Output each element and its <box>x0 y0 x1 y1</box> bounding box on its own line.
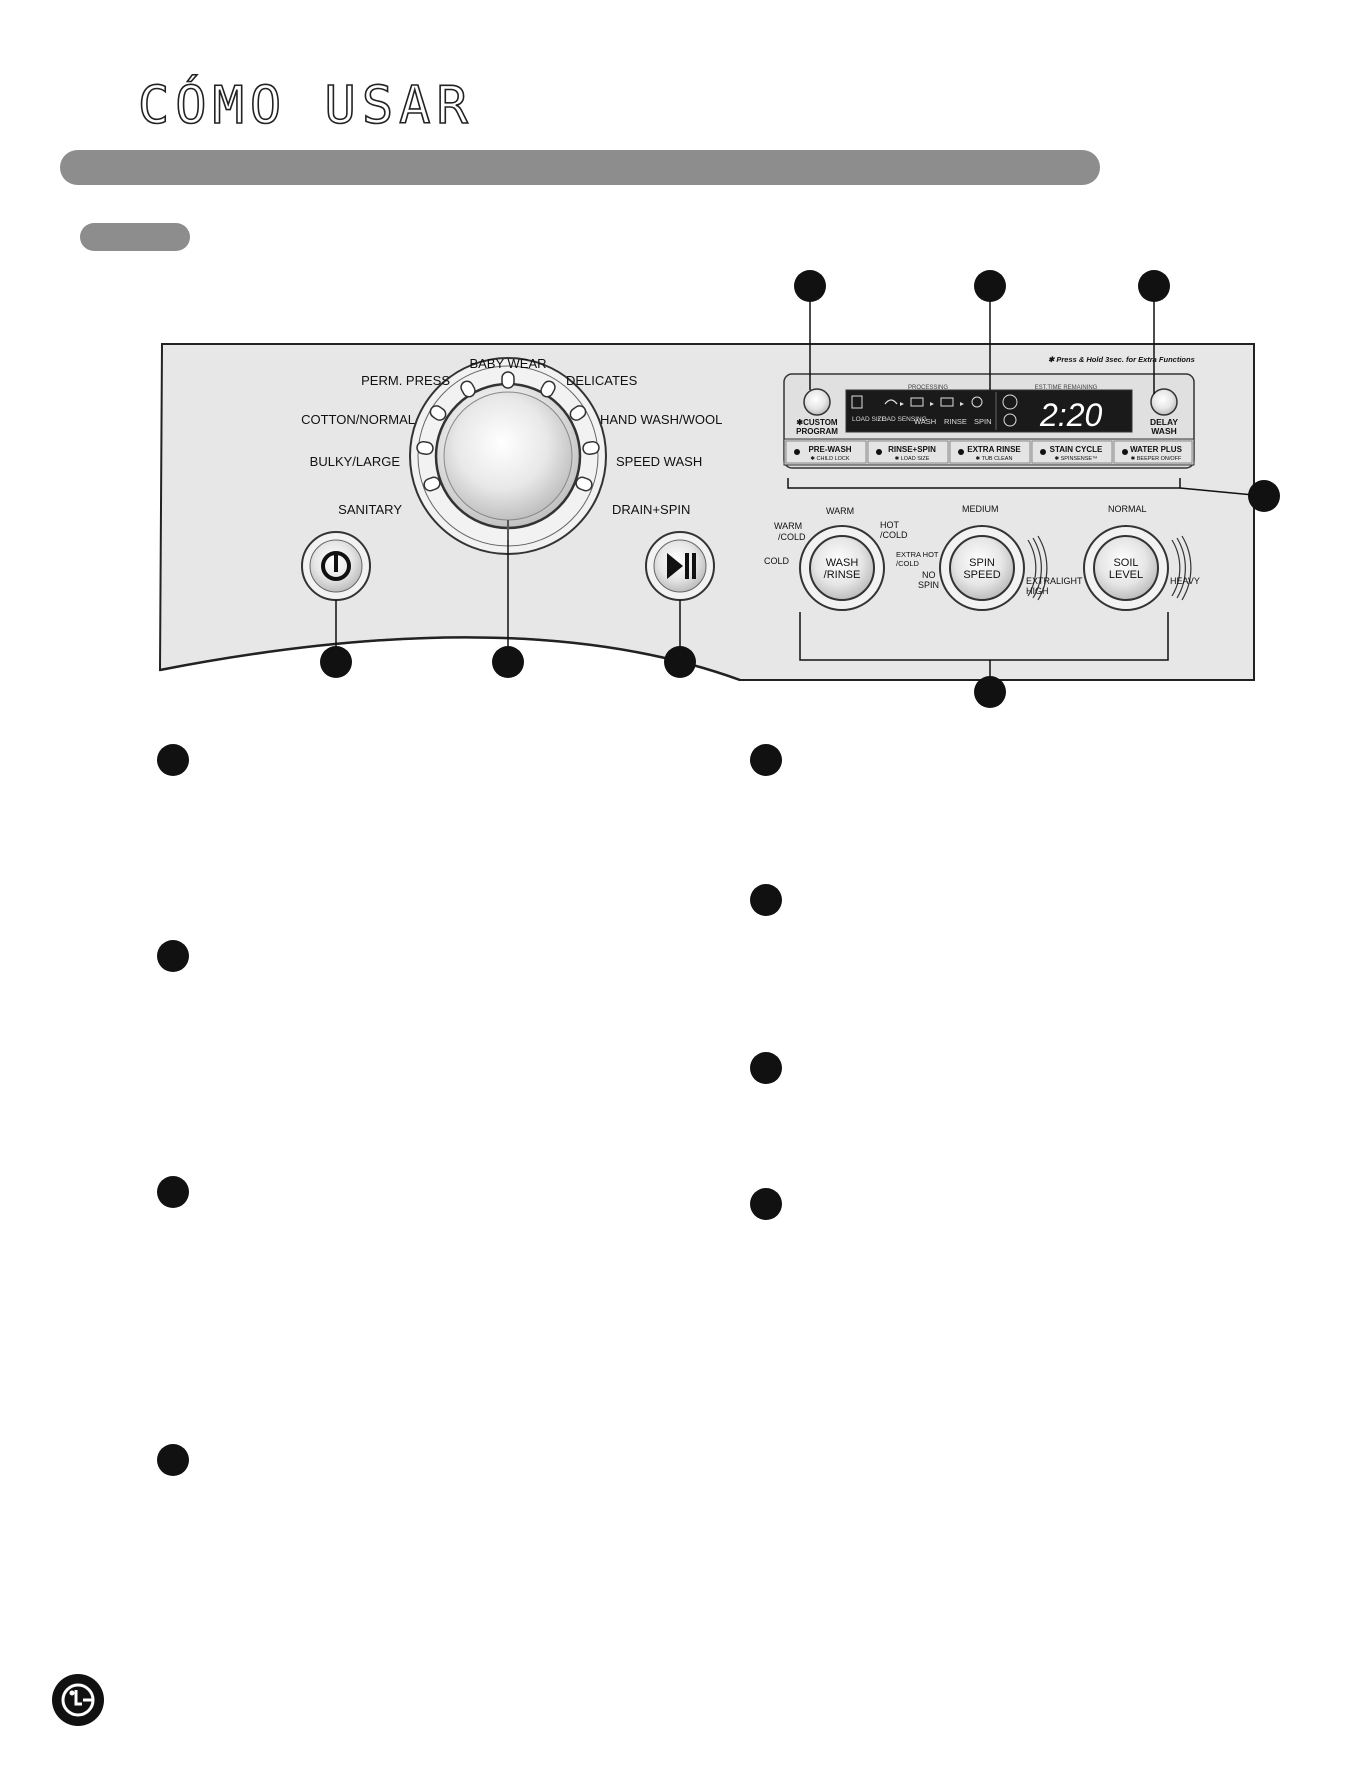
description-badge <box>750 1188 782 1220</box>
lg-logo <box>52 1674 104 1726</box>
knob-setting: COLD <box>764 556 790 566</box>
knob-label: WASH <box>826 557 859 569</box>
option-sub-label: ✱ SPINSENSE™ <box>1054 455 1097 462</box>
option-label: PRE-WASH <box>808 445 851 454</box>
delay-wash-label: WASH <box>1151 426 1177 436</box>
note-text: ✱ Press & Hold 3sec. for Extra Functions <box>1048 355 1195 364</box>
knob-setting: WARM <box>774 521 802 531</box>
option-sub-label: ✱ CHILD LOCK <box>810 455 849 462</box>
knob-setting: SPIN <box>918 580 939 590</box>
rinse-icon <box>940 397 954 407</box>
custom-program-label: PROGRAM <box>796 427 838 436</box>
stage-label: SPIN <box>974 417 992 426</box>
option-sub-label: ✱ TUB CLEAN <box>976 455 1013 462</box>
cycle-dial[interactable] <box>409 357 607 555</box>
control-panel-illustration: BABY WEAR PERM. PRESS COTTON/NORMAL BULK… <box>158 270 1280 708</box>
delay-wash-label: DELAY <box>1150 417 1178 427</box>
knob-setting: MEDIUM <box>962 504 999 514</box>
clock-icon <box>1003 413 1017 427</box>
start-pause-button[interactable] <box>645 531 715 601</box>
cycle-label: DRAIN+SPIN <box>612 502 690 517</box>
stage-label: LOAD SIZE <box>852 416 887 423</box>
sensing-icon <box>884 399 898 405</box>
knob-setting: /COLD <box>896 559 920 568</box>
cycle-label: DELICATES <box>566 373 638 388</box>
option-sub-label: ✱ BEEPER ON/OFF <box>1131 455 1182 462</box>
cycle-label: BULKY/LARGE <box>310 454 401 469</box>
option-button-rinse-spin[interactable] <box>867 440 949 464</box>
soil-level-knob[interactable] <box>1083 525 1192 611</box>
custom-program-label: ✱CUSTOM <box>796 418 838 427</box>
option-sub-label: ✱ LOAD SIZE <box>895 455 930 462</box>
description-badge <box>157 744 189 776</box>
knob-label: /RINSE <box>824 569 861 581</box>
knob-setting: EXTRA <box>1026 576 1056 586</box>
callout-badge <box>320 270 1280 708</box>
cycle-label: PERM. PRESS <box>361 373 450 388</box>
knob-setting: LIGHT <box>1056 576 1083 586</box>
option-button-pre-wash[interactable] <box>785 440 867 464</box>
knob-setting: HOT <box>880 520 900 530</box>
knob-setting: EXTRA HOT <box>896 550 939 559</box>
cycle-label: SPEED WASH <box>616 454 702 469</box>
description-badge <box>750 1052 782 1084</box>
play-pause-icon <box>667 553 696 579</box>
stage-label: LOAD SENSING <box>878 416 927 423</box>
description-badge <box>157 1176 189 1208</box>
delay-wash-button[interactable] <box>1150 388 1178 416</box>
spin-icon <box>971 396 983 408</box>
option-button-extra-rinse[interactable] <box>949 440 1031 464</box>
cycle-label: HAND WASH/WOOL <box>600 412 722 427</box>
description-badge <box>750 744 782 776</box>
processing-label: PROCESSING <box>908 385 948 391</box>
option-label: WATER PLUS <box>1130 445 1183 454</box>
section-pill <box>80 223 190 251</box>
cycle-label: COTTON/NORMAL <box>301 412 415 427</box>
lock-icon <box>1002 394 1018 410</box>
description-badge <box>750 884 782 916</box>
option-label: EXTRA RINSE <box>967 445 1021 454</box>
knob-setting: NORMAL <box>1108 504 1147 514</box>
knob-label: SOIL <box>1113 557 1138 569</box>
knob-setting: NO <box>922 570 936 580</box>
knob-label: LEVEL <box>1109 569 1143 581</box>
option-label: STAIN CYCLE <box>1050 445 1103 454</box>
description-badge <box>157 940 189 972</box>
description-badge <box>157 1444 189 1476</box>
time-display: 2:20 <box>1039 397 1102 433</box>
knob-setting: WARM <box>826 506 854 516</box>
spin-speed-knob[interactable] <box>939 525 1048 611</box>
wash-icon <box>910 397 924 407</box>
option-button-water-plus[interactable] <box>1113 440 1193 464</box>
stage-label: WASH <box>914 417 936 426</box>
stage-label: RINSE <box>944 417 967 426</box>
knob-label: SPIN <box>969 557 995 569</box>
knob-setting: /COLD <box>778 532 806 542</box>
header-bar <box>60 150 1100 185</box>
wash-rinse-knob[interactable] <box>799 525 885 611</box>
page-title: CÓMO USAR <box>137 75 474 137</box>
power-button[interactable] <box>301 531 371 601</box>
option-label: RINSE+SPIN <box>888 445 936 454</box>
cycle-label: BABY WEAR <box>469 356 546 371</box>
custom-program-button[interactable] <box>803 388 831 416</box>
knob-setting: /COLD <box>880 530 908 540</box>
cycle-label: SANITARY <box>338 502 402 517</box>
est-time-label: EST.TIME REMAINING <box>1035 385 1098 391</box>
option-button-stain-cycle[interactable] <box>1031 440 1113 464</box>
knob-setting: HIGH <box>1026 586 1049 596</box>
knob-setting: HEAVY <box>1170 576 1200 586</box>
knob-label: SPEED <box>963 569 1000 581</box>
load-icon <box>851 395 863 409</box>
